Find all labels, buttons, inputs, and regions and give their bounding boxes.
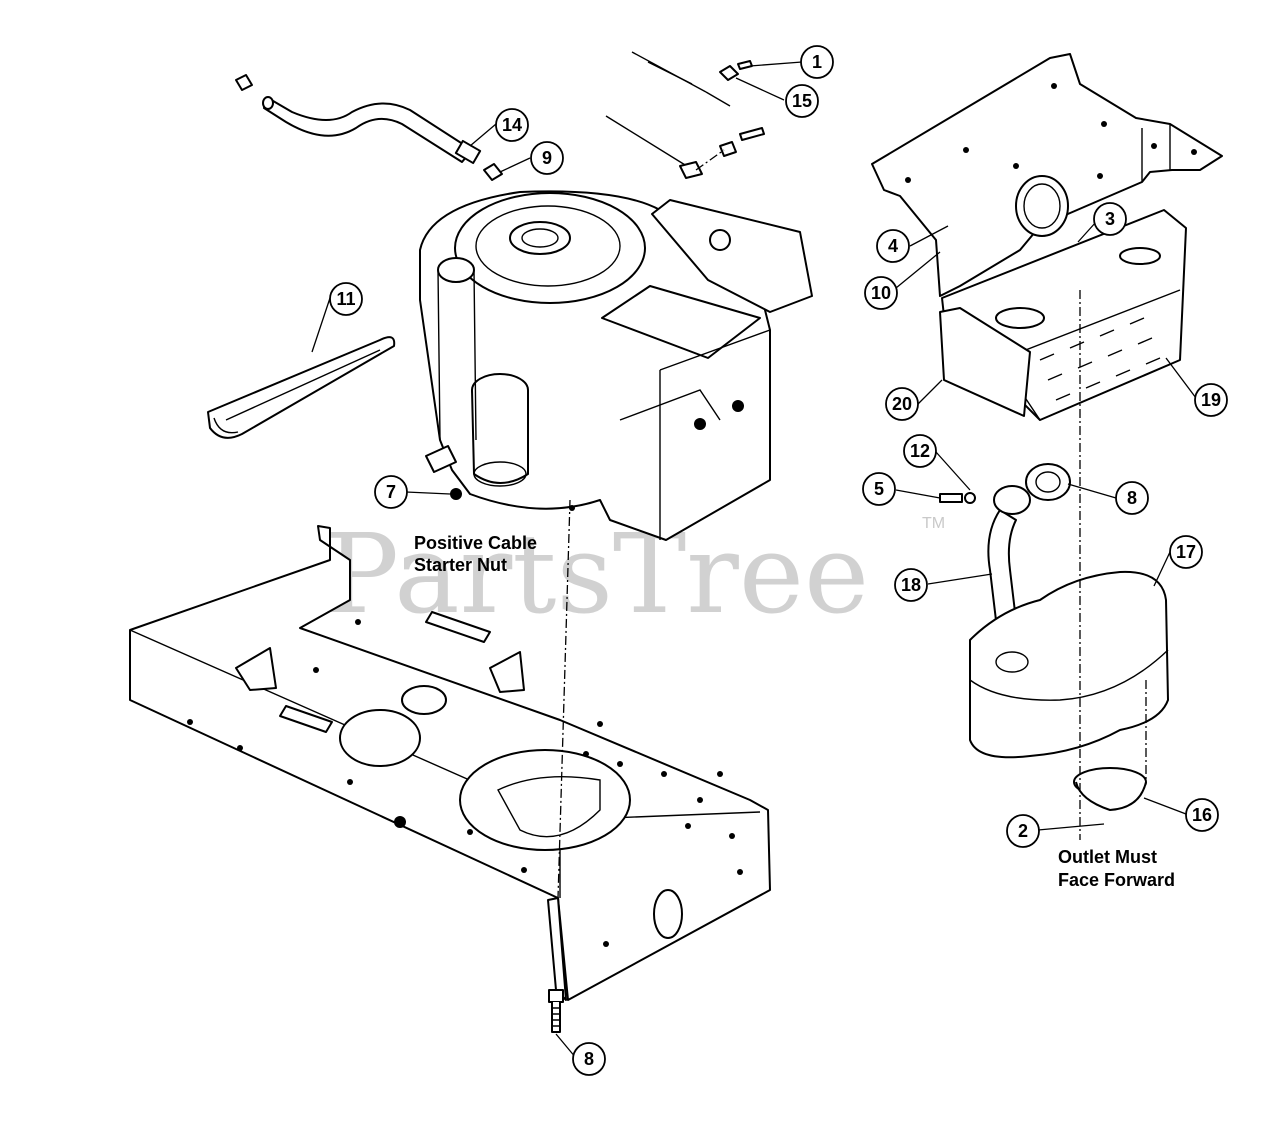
callout-5: 5 [862, 472, 896, 506]
callout-9: 9 [530, 141, 564, 175]
shroud-trim-11 [207, 336, 396, 439]
callout-3: 3 [1093, 202, 1127, 236]
callout-15: 15 [785, 84, 819, 118]
watermark-trademark: TM [922, 515, 945, 532]
starter-nut-7 [450, 488, 462, 500]
callout-14: 14 [495, 108, 529, 142]
callout-12: 12 [903, 434, 937, 468]
callout-7: 7 [374, 475, 408, 509]
chassis-frame [129, 525, 771, 1001]
callout-label: 19 [1201, 390, 1221, 410]
engine [419, 190, 813, 541]
callout-16: 16 [1185, 798, 1219, 832]
callout-1: 1 [800, 45, 834, 79]
callout-10: 10 [864, 276, 898, 310]
callout-20: 20 [885, 387, 919, 421]
shield-plate-20 [939, 307, 1031, 417]
callout-label: 2 [1018, 821, 1028, 841]
dash-line-engine [557, 499, 571, 899]
callout-label: 3 [1105, 209, 1115, 229]
callout-label: 7 [386, 482, 396, 502]
callout-17: 17 [1169, 535, 1203, 569]
callout-label: 8 [1127, 488, 1137, 508]
callout-label: 14 [502, 115, 522, 135]
muffler [969, 570, 1169, 759]
choke-cable [605, 115, 765, 179]
bolt-8-bottom [548, 989, 564, 1033]
starter-nut-note-line1: Positive Cable [414, 533, 537, 553]
callout-label: 18 [901, 575, 921, 595]
callout-label: 4 [888, 236, 898, 256]
gasket-8 [1025, 463, 1071, 501]
callout-8-bottom: 8 [572, 1042, 606, 1076]
callout-8-right: 8 [1115, 481, 1149, 515]
callout-label: 9 [542, 148, 552, 168]
bolt-5 [939, 492, 976, 504]
callout-19: 19 [1194, 383, 1228, 417]
muffler-bracket [871, 53, 1223, 297]
callout-label: 8 [584, 1049, 594, 1069]
callout-11: 11 [329, 282, 363, 316]
callout-label: 5 [874, 479, 884, 499]
callout-4: 4 [876, 229, 910, 263]
callout-label: 1 [812, 52, 822, 72]
clip-9 [483, 163, 503, 181]
callout-label: 20 [892, 394, 912, 414]
callout-18: 18 [894, 568, 928, 602]
callout-label: 15 [792, 91, 812, 111]
leader-lines [311, 61, 1197, 1059]
throttle-cable [631, 51, 753, 107]
muffler-outlet [1073, 767, 1147, 811]
callout-label: 10 [871, 283, 891, 303]
callout-label: 16 [1192, 805, 1212, 825]
outlet-note-line2: Face Forward [1058, 870, 1175, 890]
callout-label: 12 [910, 441, 930, 461]
outlet-note-line1: Outlet Must [1058, 847, 1157, 867]
throttle-tube [235, 74, 482, 165]
callout-2: 2 [1006, 814, 1040, 848]
callout-label: 17 [1176, 542, 1196, 562]
watermark: PartsTree [325, 510, 869, 638]
callout-label: 11 [336, 289, 355, 309]
starter-nut-note-line2: Starter Nut [414, 555, 507, 575]
